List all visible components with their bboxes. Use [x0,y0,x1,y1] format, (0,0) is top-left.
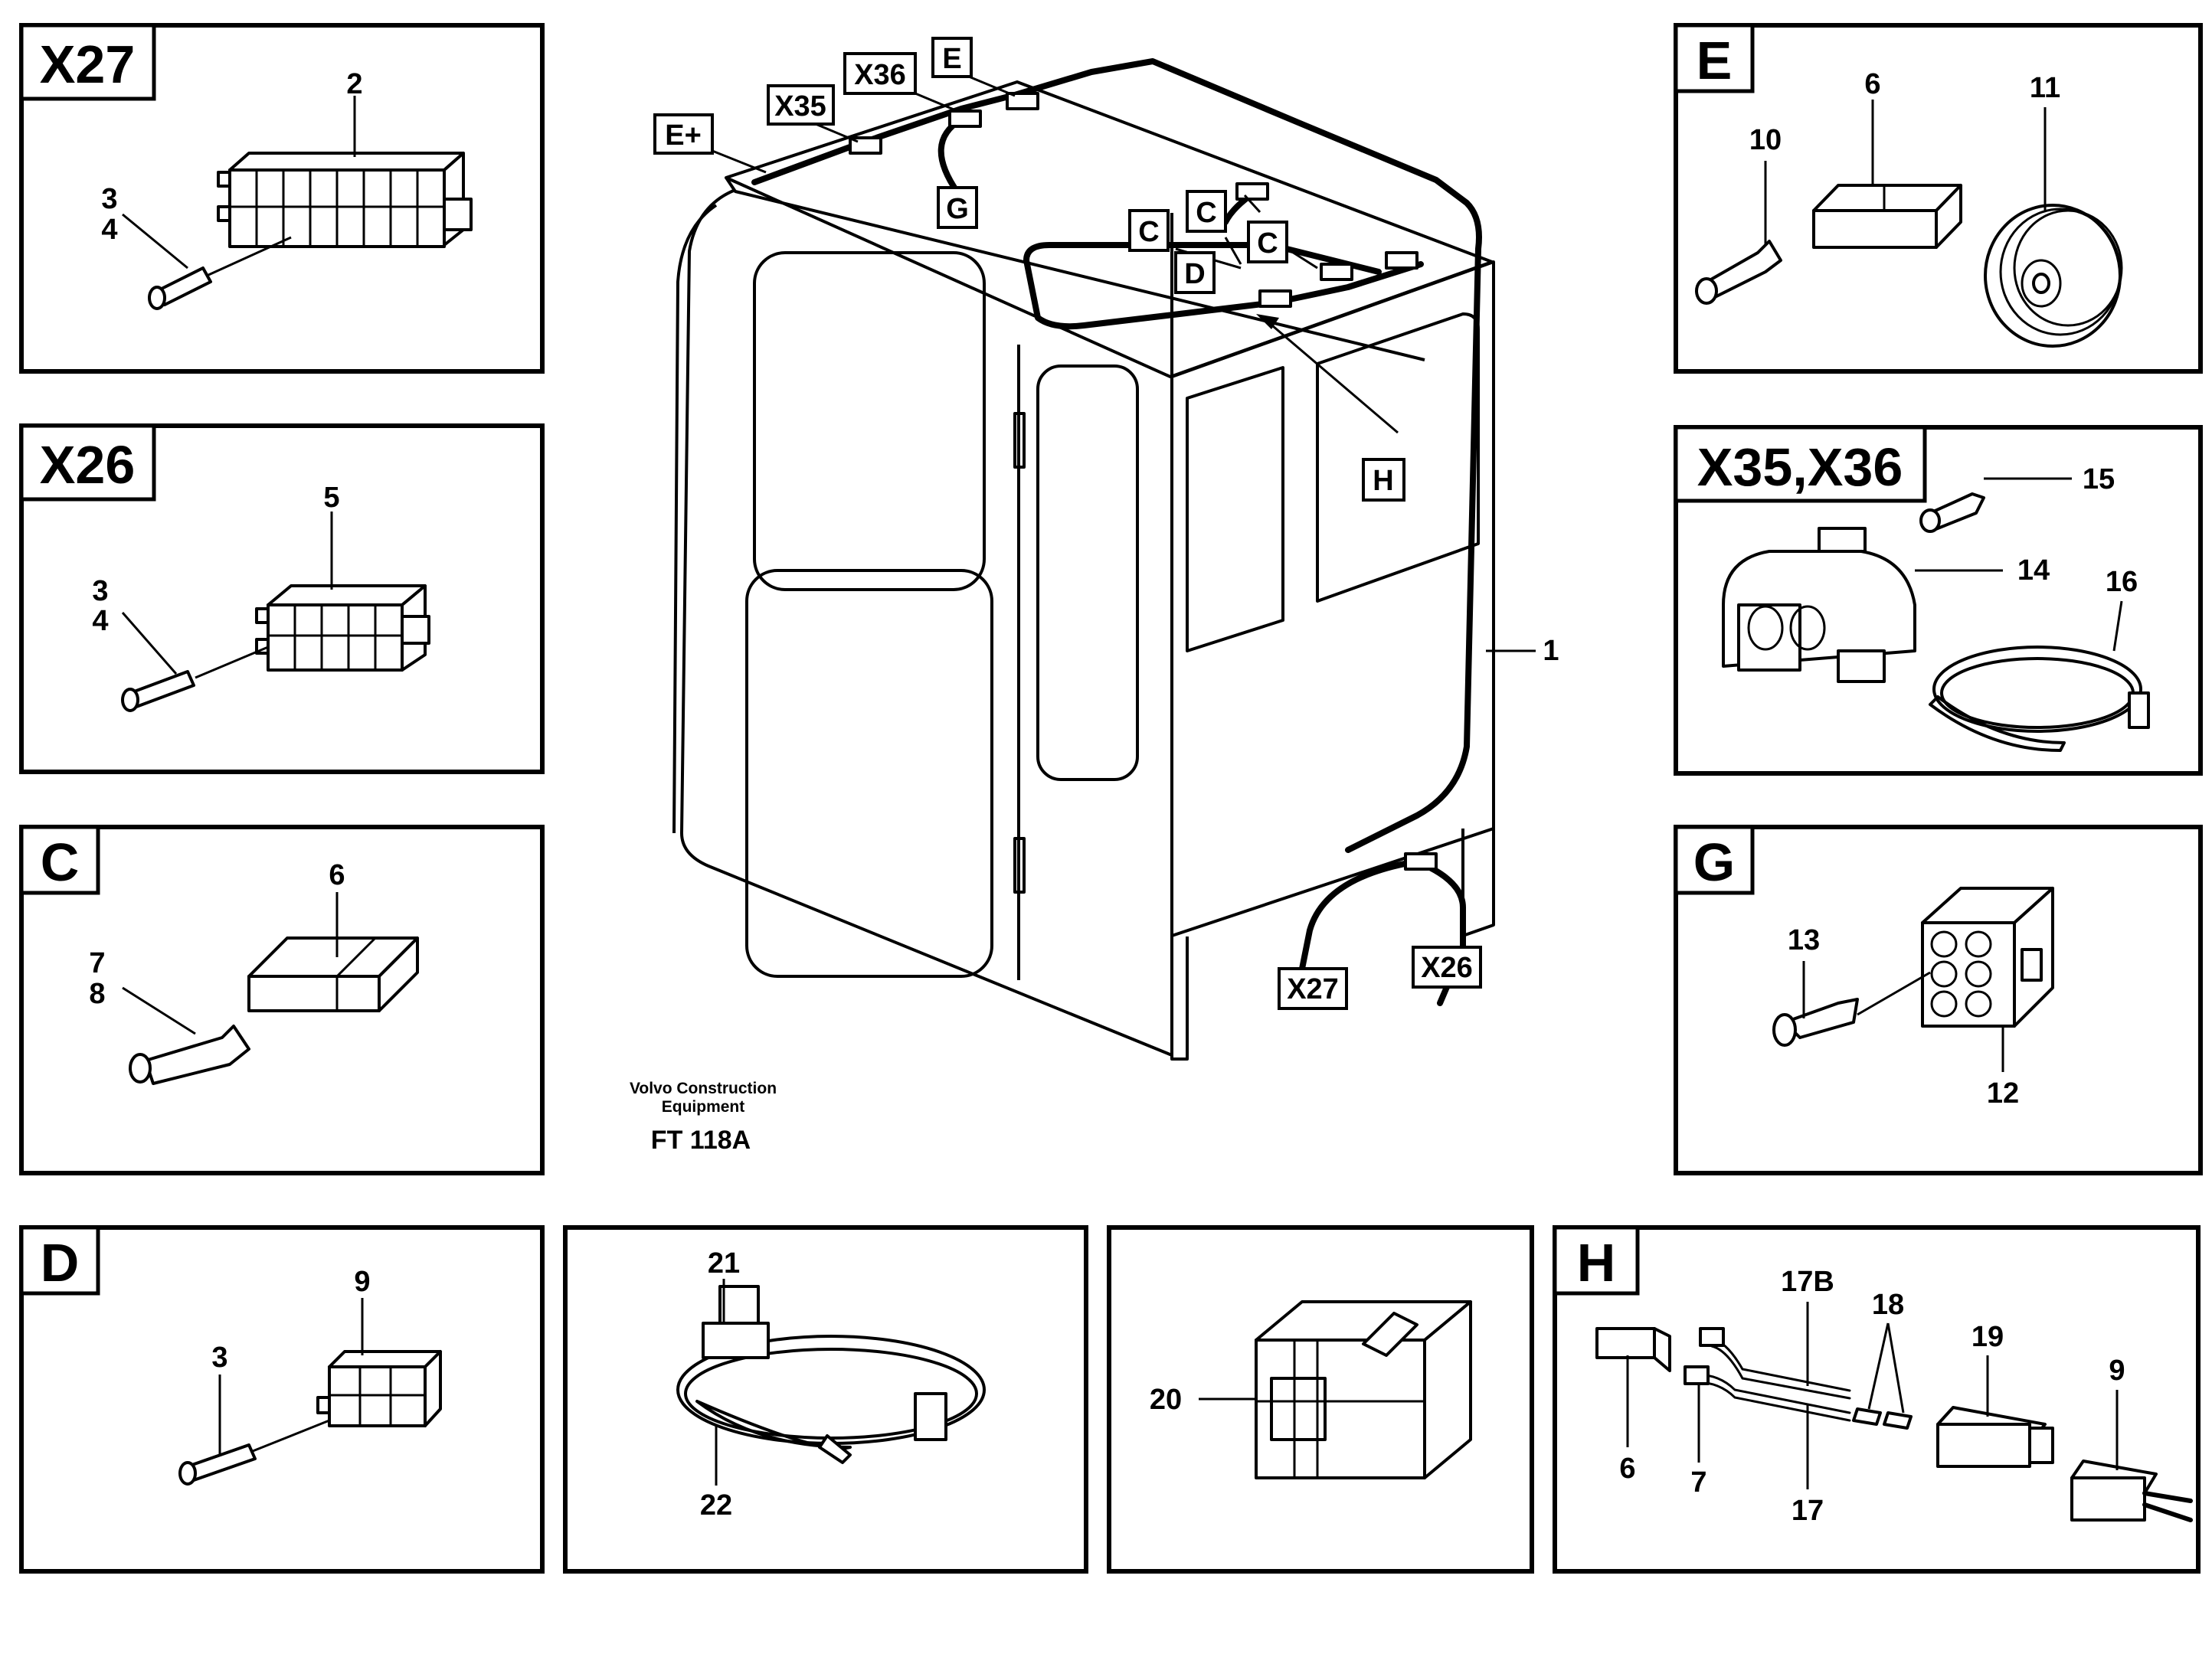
panel-d: D 9 3 [19,1225,545,1574]
label-15: 15 [2083,463,2115,495]
connector-housing-14 [1722,527,1916,683]
label-4: 4 [101,214,117,246]
panel-x35-x36-tag: X35,X36 [1697,437,1903,497]
insulation-sleeve-6 [1595,1327,1671,1372]
label-6: 6 [1619,1453,1635,1485]
terminals-18 [1852,1407,1913,1430]
label-11: 11 [2030,72,2060,104]
label-10: 10 [1749,124,1782,156]
label-19: 19 [1971,1321,2004,1353]
label-12: 12 [1987,1077,2019,1110]
terminal-3-4 [148,266,212,310]
label-3: 3 [92,575,108,607]
cable-tie [676,1335,986,1464]
panel-e-tag: E [1697,31,1733,90]
label-5: 5 [323,482,339,514]
grommet-11 [1984,204,2123,348]
caption-line-2: Equipment [662,1098,745,1116]
label-21: 21 [708,1247,740,1280]
label-22: 22 [700,1489,732,1522]
label-17b: 17B [1781,1266,1834,1298]
connector-housing-9 [2070,1460,2193,1522]
panel-c-tag: C [41,832,80,892]
label-1: 1 [1543,635,1559,667]
panel-connector-20: 20 [1107,1225,1534,1574]
label-2: 2 [346,68,362,100]
label-9: 9 [2109,1355,2125,1387]
terminal-3 [178,1443,257,1486]
label-14: 14 [2017,554,2050,587]
terminal-7-8 [129,1025,250,1085]
terminal-3-4 [121,670,195,712]
callout-x27: X27 [1287,973,1339,1005]
figure-code: FT 118A [651,1126,751,1155]
panel-h-tag: H [1577,1233,1616,1293]
label-6: 6 [329,859,345,891]
label-4: 4 [92,605,108,637]
panel-g: G 13 12 [1674,825,2203,1175]
label-3: 3 [211,1342,227,1374]
panel-g-tag: G [1693,832,1735,892]
cable-tie-mount-21 [702,1285,770,1359]
connector-housing-5 [255,584,430,672]
panel-c: C 6 7 8 [19,825,545,1175]
callout-e: E [942,43,961,75]
insulation-sleeve-6 [1812,184,1962,249]
callout-c-2: C [1196,197,1216,229]
label-7: 7 [1690,1466,1706,1499]
label-7: 7 [89,947,105,979]
label-3: 3 [101,183,117,215]
callout-c-3: C [1257,227,1278,260]
panel-e: E 10 6 11 [1674,23,2203,374]
label-6: 6 [1864,68,1880,100]
callout-h: H [1373,465,1393,497]
callout-d: D [1184,258,1205,290]
panel-x27: X27 2 3 4 [19,23,545,374]
callout-x35: X35 [774,90,826,123]
connector-housing-12 [1921,887,2054,1028]
panel-d-tag: D [41,1233,80,1293]
label-16: 16 [2106,566,2138,598]
callout-x36: X36 [854,59,906,91]
terminal-13 [1772,998,1859,1047]
panel-cable-ties: 21 22 [563,1225,1088,1574]
panel-x35-x36: X35,X36 15 14 16 [1674,425,2203,776]
callout-x26: X26 [1421,952,1473,984]
panel-h: H [1553,1225,2201,1574]
label-9: 9 [354,1266,370,1298]
label-18: 18 [1872,1289,1904,1321]
cab-drawing [672,58,1536,1061]
terminal-15 [1919,492,1985,533]
callout-g: G [946,193,969,225]
label-20: 20 [1150,1384,1182,1416]
caption-line-1: Volvo Construction [630,1080,777,1097]
callout-e-plus: E+ [665,119,702,152]
terminal-10 [1695,240,1782,305]
label-17: 17 [1792,1495,1824,1527]
connector-housing-19 [1936,1406,2054,1468]
cable-assembly-17 [1684,1327,1851,1422]
caption: Volvo Construction Equipment FT 118A [630,1080,777,1155]
connector-housing-9 [316,1350,442,1427]
connector-housing-20 [1255,1300,1472,1479]
insulation-sleeve-6 [247,937,419,1012]
panel-x26-tag: X26 [40,435,136,495]
panel-x26: X26 5 3 4 [19,423,545,774]
label-8: 8 [89,978,105,1010]
connector-housing-2 [217,152,473,248]
panel-x27-tag: X27 [40,34,136,94]
cable-tie-16 [1929,646,2150,752]
main-callouts: E+ X35 X36 E G C C C D H X27 X26 1 [653,37,1559,1010]
callout-c-1: C [1138,216,1159,248]
label-13: 13 [1788,924,1820,956]
